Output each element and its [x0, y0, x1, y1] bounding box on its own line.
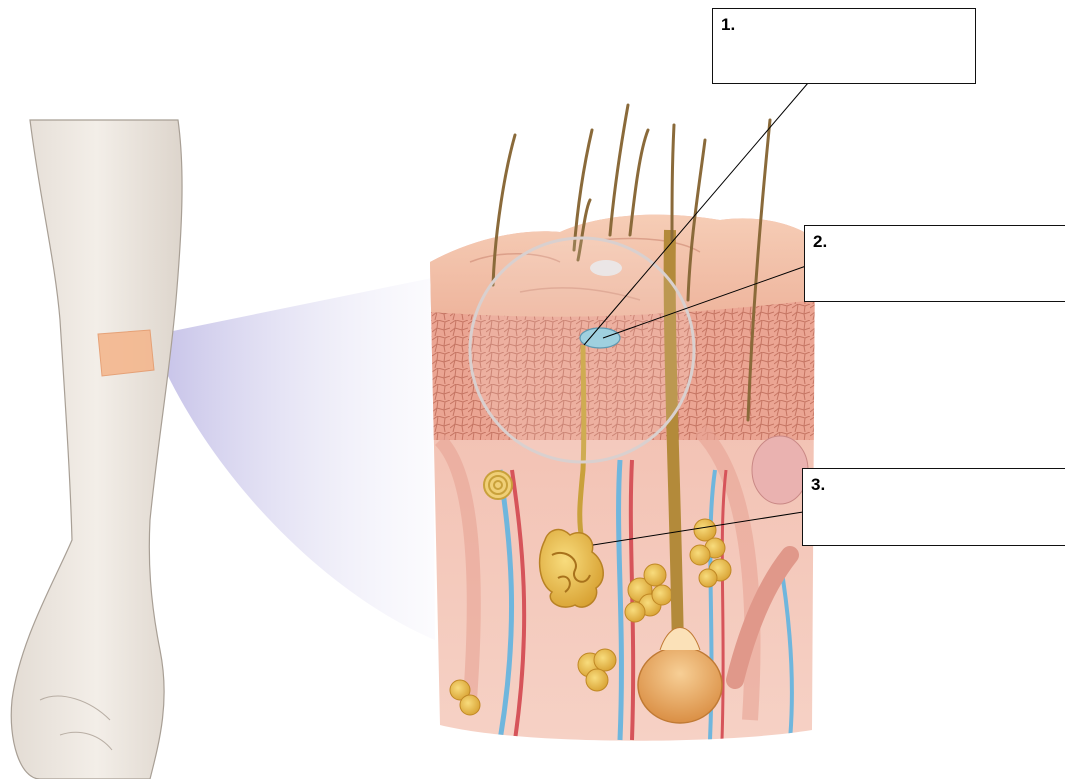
arm-illustration	[11, 120, 182, 779]
label-number-2: 2.	[813, 232, 827, 252]
sensory-corpuscle	[580, 328, 620, 348]
label-number-1: 1.	[721, 15, 735, 35]
spiral-corpuscle	[484, 471, 512, 499]
label-box-1[interactable]: 1.	[712, 8, 976, 84]
skin-patch	[98, 330, 154, 376]
magnifier-lens	[470, 238, 694, 462]
label-box-3[interactable]: 3.	[802, 468, 1065, 546]
magnification-projection	[168, 278, 435, 640]
label-box-2[interactable]: 2.	[804, 225, 1065, 302]
label-number-3: 3.	[811, 475, 825, 495]
